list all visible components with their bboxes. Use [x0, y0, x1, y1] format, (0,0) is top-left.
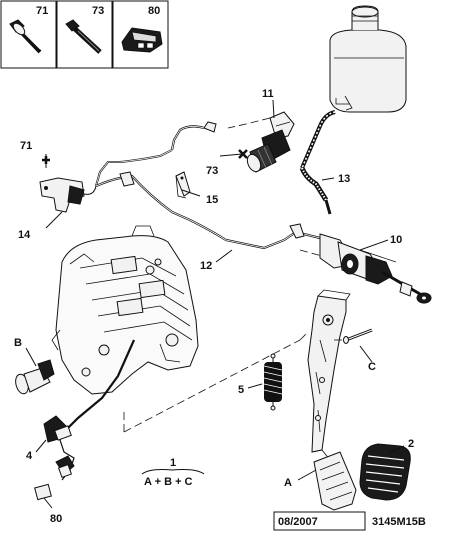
hydraulic-pipe-fitting [95, 121, 217, 187]
footer-drawing-ref: 3145M15B [372, 516, 426, 528]
callout-c: C [368, 361, 376, 373]
return-spring-5 [263, 353, 283, 411]
pedal-pad-2 [359, 443, 411, 501]
hydraulic-pipe-12 [95, 171, 321, 250]
footer-date-code: 08/2007 [278, 516, 318, 528]
leader-lines [25, 99, 405, 509]
callout-5: 5 [238, 384, 244, 396]
callout-71: 71 [20, 140, 32, 152]
clutch-switch-4 [43, 415, 75, 479]
legend-box-73-label: 73 [92, 5, 104, 17]
pedal-switch-b [15, 359, 55, 395]
bracket-15 [175, 171, 191, 199]
flanged-bolt-icon [9, 19, 42, 54]
callout-13: 13 [338, 173, 350, 185]
callout-15: 15 [206, 194, 218, 206]
formula-expression: A + B + C [144, 476, 193, 488]
callout-73: 73 [206, 165, 218, 177]
master-cylinder-10 [319, 233, 432, 304]
slave-cylinder-11 [227, 111, 295, 173]
callout-10: 10 [390, 234, 402, 246]
assembly-formula: 1 A + B + C [141, 457, 205, 488]
callout-4: 4 [26, 450, 33, 462]
hex-screw-icon [65, 19, 102, 54]
callout-12: 12 [200, 260, 212, 272]
legend-box-73: 73 [56, 0, 113, 69]
callout-a: A [284, 477, 292, 489]
legend-box-80-label: 80 [148, 5, 160, 17]
legend-box-80: 80 [112, 0, 169, 69]
assembly-guide-lines [123, 249, 346, 433]
callout-11: 11 [262, 88, 274, 100]
bracket-14 [39, 177, 97, 213]
pedal-box-housing [51, 225, 199, 395]
fluid-hose-13 [299, 110, 336, 215]
legend-box-71: 71 [0, 0, 57, 69]
cross-marker-73 [238, 149, 248, 159]
cable-clip-80 [34, 483, 52, 501]
footer: 08/2007 3145M15B [273, 511, 426, 531]
legend-box-71-label: 71 [36, 5, 48, 17]
callout-14: 14 [18, 229, 31, 241]
callout-b: B [14, 337, 22, 349]
fluid-reservoir [329, 5, 407, 113]
formula-ref: 1 [170, 457, 176, 469]
callout-2: 2 [408, 438, 414, 450]
pivot-pin-c [343, 328, 373, 344]
clutch-pedal-a [307, 289, 357, 511]
cable-clip-icon [121, 27, 163, 53]
cross-marker-71 [42, 156, 50, 164]
callout-80: 80 [50, 513, 62, 525]
